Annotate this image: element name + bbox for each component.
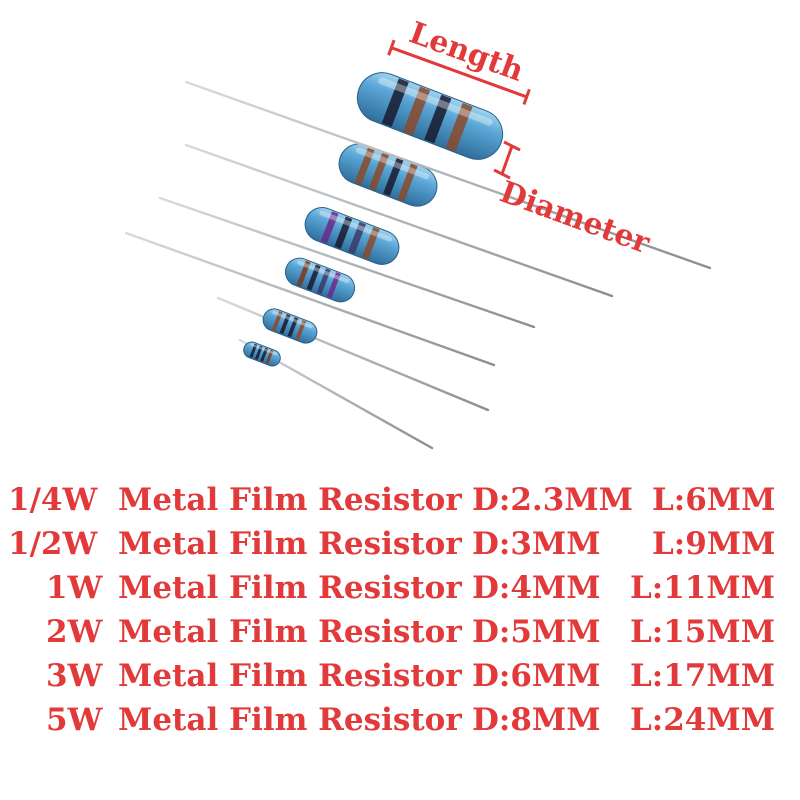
spec-description: Metal Film Resistor <box>118 570 462 606</box>
resistor-body <box>356 72 504 160</box>
spec-description: Metal Film Resistor <box>118 526 462 562</box>
resistor-4 <box>158 196 536 329</box>
color-band <box>296 260 311 287</box>
length-arrow-tick-left <box>387 39 396 56</box>
body-highlight <box>297 260 350 284</box>
diameter-annotation: Diameter <box>493 140 655 262</box>
length-label: Length <box>405 15 529 89</box>
lead-wire <box>184 143 614 298</box>
resistor-body <box>262 308 318 344</box>
spec-table: 1/4W Metal Film Resistor D:2.3MM L:6MM 1… <box>0 478 800 742</box>
color-band <box>260 347 269 362</box>
body-highlight <box>319 210 393 242</box>
spec-power: 1/4W <box>8 482 98 518</box>
resistor-body <box>304 207 400 265</box>
body-highlight <box>378 77 493 126</box>
spec-length: L:15MM <box>630 614 776 650</box>
color-band <box>402 86 431 136</box>
resistor-6 <box>184 72 712 270</box>
spec-power: 1/2W <box>8 526 98 562</box>
spec-diameter: D:2.3MM <box>472 482 633 518</box>
color-band <box>348 221 366 255</box>
color-band <box>334 216 353 249</box>
resistor-2 <box>216 296 490 412</box>
resistor-body <box>338 143 438 207</box>
color-band <box>306 264 321 291</box>
spec-length: L:11MM <box>630 570 776 606</box>
diameter-arrow-line <box>500 145 514 175</box>
spec-length: L:17MM <box>630 658 776 694</box>
spec-description: Metal Film Resistor <box>118 614 462 650</box>
body-highlight <box>272 310 313 329</box>
resistor-body <box>243 341 281 367</box>
spec-length: L:24MM <box>630 702 776 738</box>
spec-length: L:6MM <box>652 482 776 518</box>
color-band <box>397 163 418 202</box>
body-highlight <box>250 343 278 356</box>
spec-row-2w: 2W Metal Film Resistor D:5MM L:15MM <box>0 610 800 654</box>
color-band <box>445 102 473 152</box>
lead-wire <box>216 296 490 412</box>
spec-power: 1W <box>46 570 103 606</box>
spec-power: 5W <box>46 702 103 738</box>
spec-row-1-4w: 1/4W Metal Film Resistor D:2.3MM L:6MM <box>0 478 800 522</box>
color-band <box>249 343 258 358</box>
color-band <box>265 349 274 364</box>
spec-diameter: D:8MM <box>472 702 601 738</box>
resistor-group <box>124 72 712 450</box>
resistor-5 <box>184 143 614 298</box>
spec-diameter: D:3MM <box>472 526 601 562</box>
color-band <box>295 320 307 341</box>
diameter-label: Diameter <box>495 175 655 262</box>
spec-description: Metal Film Resistor <box>118 658 462 694</box>
body-highlight <box>355 147 430 180</box>
color-band <box>271 311 283 332</box>
length-arrow-tick-right <box>522 88 531 105</box>
spec-power: 2W <box>46 614 103 650</box>
color-band <box>424 94 452 144</box>
color-band <box>279 314 291 335</box>
spec-diameter: D:6MM <box>472 658 601 694</box>
color-band <box>326 272 341 299</box>
lead-wire <box>184 80 712 270</box>
color-band <box>354 147 375 186</box>
spec-row-5w: 5W Metal Film Resistor D:8MM L:24MM <box>0 698 800 742</box>
spec-row-3w: 3W Metal Film Resistor D:6MM L:17MM <box>0 654 800 698</box>
length-arrow-line <box>390 46 528 99</box>
diameter-arrow-tick-top <box>503 140 521 152</box>
color-band <box>361 227 380 260</box>
spec-row-1-2w: 1/2W Metal Film Resistor D:3MM L:9MM <box>0 522 800 566</box>
resistor-casing <box>243 341 281 367</box>
color-band <box>383 157 404 197</box>
resistor-casing <box>304 207 400 265</box>
color-band <box>368 152 390 191</box>
resistor-illustration: Length Diameter <box>124 15 712 450</box>
spec-description: Metal Film Resistor <box>118 482 462 518</box>
spec-diameter: D:5MM <box>472 614 601 650</box>
spec-row-1w: 1W Metal Film Resistor D:4MM L:11MM <box>0 566 800 610</box>
color-band <box>254 345 263 360</box>
color-band <box>287 317 299 338</box>
lead-wire <box>158 196 536 329</box>
lead-wire <box>124 231 496 367</box>
spec-power: 3W <box>46 658 103 694</box>
spec-diameter: D:4MM <box>472 570 601 606</box>
resistor-3 <box>124 231 496 367</box>
resistor-body <box>284 257 356 303</box>
diameter-arrow-tick-bottom <box>493 168 511 180</box>
color-band <box>316 268 331 295</box>
spec-length: L:9MM <box>652 526 776 562</box>
color-band <box>381 78 409 127</box>
spec-description: Metal Film Resistor <box>118 702 462 738</box>
color-band <box>320 211 339 244</box>
resistor-1 <box>238 338 434 450</box>
